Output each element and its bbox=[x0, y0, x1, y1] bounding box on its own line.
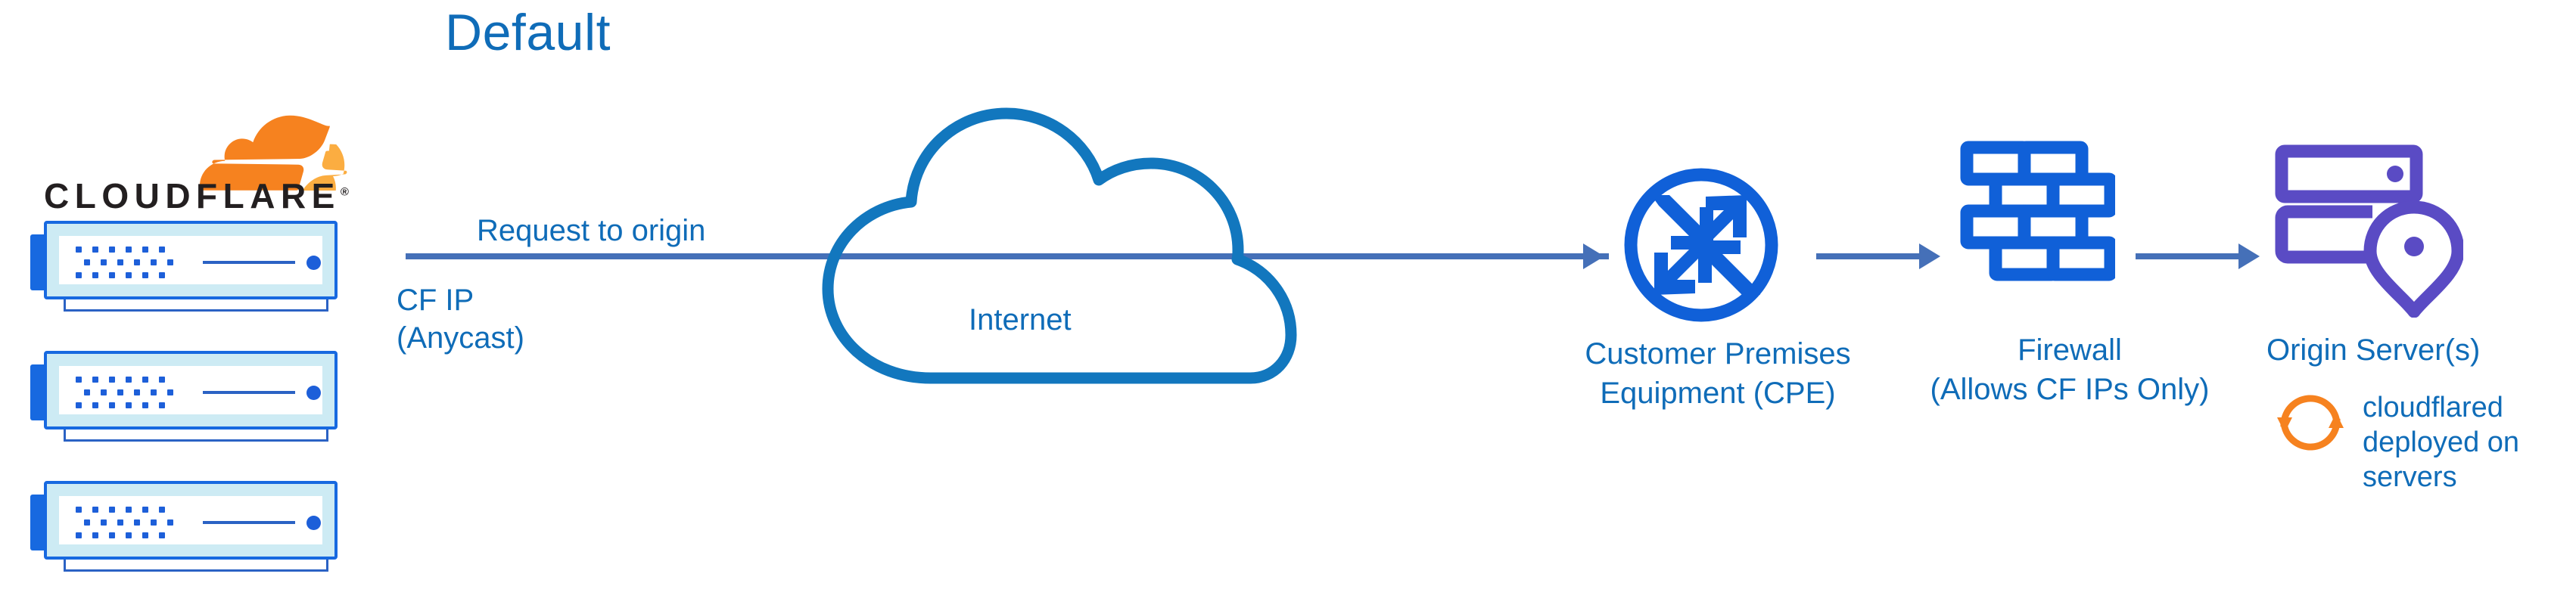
rack-base bbox=[64, 560, 328, 572]
rack-body bbox=[44, 351, 338, 429]
cloudflare-edge-server-rack-1 bbox=[30, 218, 348, 312]
rack-status-line-icon bbox=[203, 521, 295, 524]
rack-led-icon bbox=[306, 516, 321, 530]
cpe-label-line-2: Equipment (CPE) bbox=[1600, 377, 1836, 410]
rack-led-icon bbox=[306, 386, 321, 400]
rack-face bbox=[59, 236, 322, 284]
rack-side-tab-icon bbox=[30, 234, 47, 290]
rack-led-icon bbox=[306, 256, 321, 270]
flow-line-cpe-to-firewall bbox=[1816, 253, 1922, 259]
rack-base bbox=[64, 299, 328, 312]
cf-ip-line-1: CF IP bbox=[397, 284, 474, 317]
rack-side-tab-icon bbox=[30, 364, 47, 420]
flow-line-edge-to-cpe bbox=[406, 253, 1609, 259]
cloudflare-logo: CLOUDFLARE® bbox=[35, 106, 353, 219]
flow-line-firewall-to-origin bbox=[2136, 253, 2242, 259]
server-stack-pin-icon bbox=[2274, 144, 2465, 318]
request-to-origin-label: Request to origin bbox=[477, 214, 706, 247]
flow-arrowhead-to-origin bbox=[2238, 243, 2260, 269]
registered-trademark-icon: ® bbox=[340, 185, 349, 199]
rack-face bbox=[59, 366, 322, 414]
cloudflare-edge-server-rack-2 bbox=[30, 348, 348, 442]
cloudflare-edge-server-rack-3 bbox=[30, 478, 348, 572]
cloudflare-wordmark: CLOUDFLARE® bbox=[44, 176, 349, 216]
internet-cloud-icon bbox=[817, 98, 1302, 386]
rack-vent-dots-icon bbox=[76, 507, 182, 538]
sync-arrows-icon bbox=[2274, 386, 2347, 458]
firewall-label-line-1: Firewall bbox=[2018, 333, 2122, 367]
cpe-label-line-1: Customer Premises bbox=[1585, 337, 1851, 371]
brick-wall-icon bbox=[1960, 141, 2117, 301]
rack-side-tab-icon bbox=[30, 495, 47, 550]
rack-body bbox=[44, 481, 338, 560]
page-title: Default bbox=[445, 4, 611, 61]
rack-base bbox=[64, 429, 328, 442]
cpe-label: Customer Premises Equipment (CPE) bbox=[1555, 334, 1881, 413]
cf-ip-label: CF IP (Anycast) bbox=[397, 281, 624, 357]
flow-arrowhead-to-cpe bbox=[1583, 243, 1604, 269]
cloudflare-cloud-icon bbox=[199, 115, 347, 191]
rack-body bbox=[44, 221, 338, 299]
rack-vent-dots-icon bbox=[76, 377, 182, 408]
firewall-label: Firewall (Allows CF IPs Only) bbox=[1899, 330, 2240, 409]
cf-ip-line-2: (Anycast) bbox=[397, 321, 524, 355]
rack-status-line-icon bbox=[203, 391, 295, 394]
origin-server-label: Origin Server(s) bbox=[2266, 333, 2481, 367]
router-circle-arrows-icon bbox=[1618, 162, 1784, 328]
rack-status-line-icon bbox=[203, 261, 295, 264]
flow-arrowhead-to-firewall bbox=[1919, 243, 1940, 269]
cloudflared-label: cloudflared deployed on servers bbox=[2363, 392, 2520, 493]
rack-vent-dots-icon bbox=[76, 247, 182, 278]
firewall-label-line-2: (Allows CF IPs Only) bbox=[1930, 373, 2210, 406]
rack-face bbox=[59, 496, 322, 544]
internet-label: Internet bbox=[969, 303, 1072, 336]
